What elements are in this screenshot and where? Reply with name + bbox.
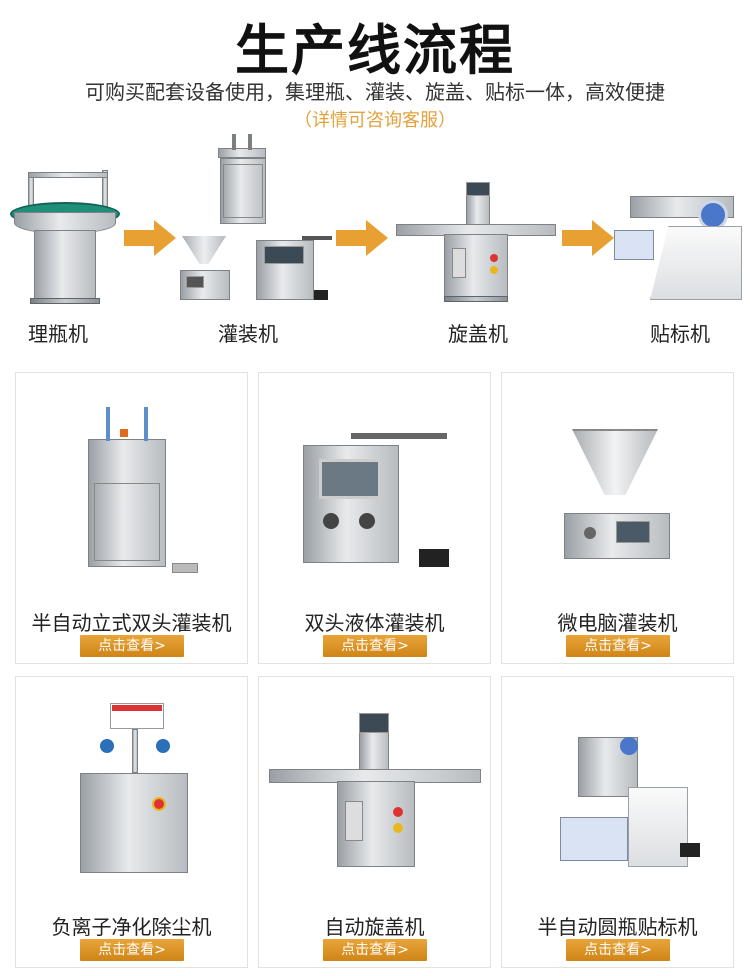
stage-unscrambler: 理瓶机 <box>0 130 130 350</box>
product-card[interactable]: 自动旋盖机 点击查看> <box>258 676 491 968</box>
page-title: 生产线流程 <box>235 19 515 82</box>
product-image-auto-capper <box>259 677 490 907</box>
product-card[interactable]: 双头液体灌装机 点击查看> <box>258 372 491 664</box>
product-image-vertical-filler <box>16 373 247 603</box>
product-name: 双头液体灌装机 <box>304 611 445 635</box>
view-details-button[interactable]: 点击查看> <box>323 939 427 961</box>
product-card[interactable]: 微电脑灌装机 点击查看> <box>501 372 734 664</box>
product-name: 微电脑灌装机 <box>557 611 678 635</box>
stage-label: 旋盖机 <box>448 322 508 346</box>
product-name: 负离子净化除尘机 <box>51 915 212 939</box>
stage-filling: 灌装机 <box>176 130 336 350</box>
page-subtitle: 可购买配套设备使用，集理瓶、灌装、旋盖、贴标一体，高效便捷 <box>85 80 665 104</box>
arrow-right-icon <box>562 220 614 256</box>
stage-labeling: 贴标机 <box>606 130 746 350</box>
arrow-right-icon <box>124 220 176 256</box>
view-details-button[interactable]: 点击查看> <box>80 635 184 657</box>
view-details-button[interactable]: 点击查看> <box>80 939 184 961</box>
product-name: 半自动圆瓶贴标机 <box>537 915 698 939</box>
contact-note: （详情可咨询客服） <box>294 110 456 131</box>
stage-label: 贴标机 <box>650 322 710 346</box>
view-details-button[interactable]: 点击查看> <box>566 939 670 961</box>
product-name: 自动旋盖机 <box>324 915 425 939</box>
stage-label: 理瓶机 <box>28 322 88 346</box>
product-card[interactable]: 半自动圆瓶贴标机 点击查看> <box>501 676 734 968</box>
product-image-ion-purifier <box>16 677 247 907</box>
stage-label: 灌装机 <box>218 322 278 346</box>
product-image-dual-head-filler <box>259 373 490 603</box>
view-details-button[interactable]: 点击查看> <box>323 635 427 657</box>
production-flow: 理瓶机 灌装机 <box>0 130 750 350</box>
product-image-round-labeler <box>502 677 733 907</box>
product-card[interactable]: 半自动立式双头灌装机 点击查看> <box>15 372 248 664</box>
product-card[interactable]: 负离子净化除尘机 点击查看> <box>15 676 248 968</box>
stage-capping: 旋盖机 <box>392 130 562 350</box>
arrow-right-icon <box>336 220 388 256</box>
view-details-button[interactable]: 点击查看> <box>566 635 670 657</box>
product-name: 半自动立式双头灌装机 <box>31 611 232 635</box>
product-image-micro-filler <box>502 373 733 603</box>
